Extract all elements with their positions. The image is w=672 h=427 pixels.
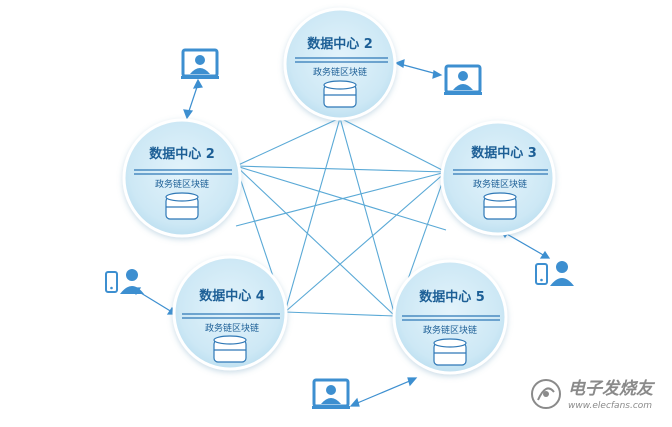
desktop-user-icon (181, 48, 219, 79)
desktop-user-icon (444, 64, 482, 95)
data-center-node-bottom-left: 数据中心 4 政务链区块链 (172, 255, 288, 371)
watermark-url: www.elecfans.com (568, 401, 652, 411)
node-subtitle: 政务链区块链 (313, 66, 367, 78)
node-title: 数据中心 2 (149, 146, 215, 162)
link-left-right (235, 165, 447, 173)
chain-lines-icon (182, 313, 280, 319)
link-right-bottom-left (284, 171, 447, 313)
node-subtitle: 政务链区块链 (155, 178, 209, 190)
node-title: 数据中心 4 (199, 288, 265, 304)
mesh-links (235, 117, 447, 317)
node-title: 数据中心 3 (471, 145, 537, 161)
link-top-right (339, 117, 447, 173)
watermark-logo-icon (531, 379, 561, 409)
data-center-node-right: 数据中心 3 政务链区块链 (440, 120, 556, 236)
data-center-node-top: 数据中心 2 政务链区块链 (283, 7, 397, 121)
database-icon (483, 192, 517, 220)
phone-user-icon (535, 261, 574, 286)
data-center-node-bottom-right: 数据中心 5 政务链区块链 (392, 259, 508, 375)
link-right-cross (235, 171, 447, 227)
chain-lines-icon (402, 315, 500, 321)
database-icon (433, 338, 467, 366)
node-title: 数据中心 2 (307, 36, 373, 52)
node-subtitle: 政务链区块链 (473, 178, 527, 190)
link-left-bottom-right (235, 165, 396, 317)
watermark: 电子发烧友 www.elecfans.com (531, 379, 656, 411)
database-icon (165, 192, 199, 220)
desktop-user-icon (312, 378, 350, 409)
node-title: 数据中心 5 (419, 289, 485, 305)
database-icon (213, 335, 247, 363)
link-bottom-left-bottom-right (284, 311, 396, 317)
phone-user-icon (105, 269, 144, 294)
chain-lines-icon (134, 169, 232, 175)
link-top-bottom-left (284, 117, 341, 313)
link-top-left (235, 117, 341, 167)
node-subtitle: 政务链区块链 (205, 322, 259, 334)
data-center-node-left: 数据中心 2 政务链区块链 (122, 118, 242, 238)
chain-lines-icon (453, 169, 548, 175)
node-subtitle: 政务链区块链 (423, 324, 477, 336)
link-top-bottom-right (339, 117, 396, 317)
chain-lines-icon (295, 57, 388, 63)
watermark-title: 电子发烧友 (568, 379, 656, 399)
link-left-cross (235, 165, 447, 231)
database-icon (323, 80, 357, 108)
